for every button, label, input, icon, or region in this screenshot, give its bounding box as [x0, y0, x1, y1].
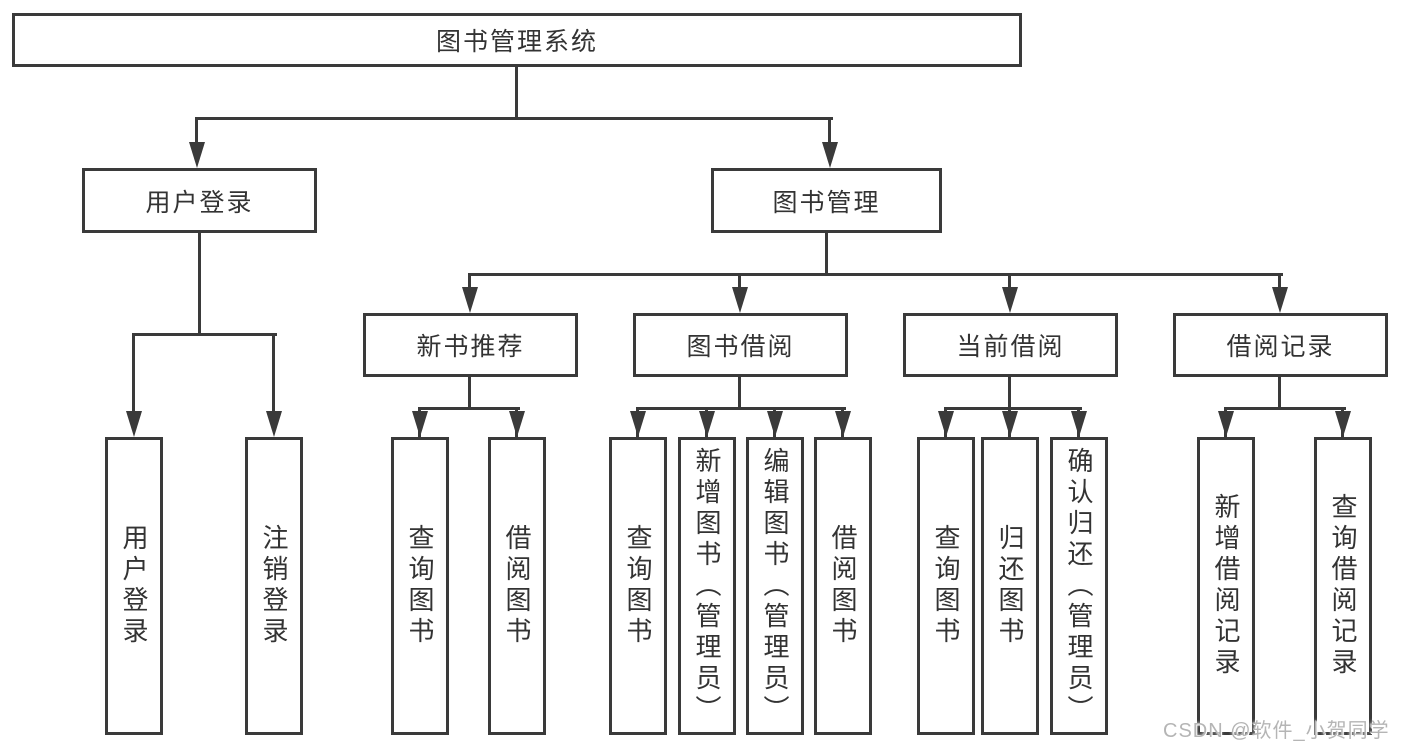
node-user-login-label: 用户登录 [145, 188, 254, 217]
arrow-down-icon [126, 411, 142, 437]
leaf-logout-label: 注销登录 [259, 524, 289, 648]
connector-level2-hline [195, 117, 833, 120]
connector-leaf-drop [272, 333, 275, 413]
connector-level3-drop [468, 273, 471, 293]
arrow-down-icon [938, 411, 954, 437]
arrow-down-icon [1218, 411, 1234, 437]
arrow-down-icon [822, 142, 838, 168]
leaf-query-borrow-record: 查询借阅记录 [1314, 437, 1372, 735]
arrow-down-icon [412, 411, 428, 437]
connector-book-management-drop [828, 117, 831, 145]
leaf-query-books-current: 查询图书 [917, 437, 975, 735]
connector-level3-drop [1278, 273, 1281, 293]
connector-borrow-records-hline [1224, 407, 1346, 410]
leaf-query-books-recommend-label: 查询图书 [405, 524, 435, 648]
node-new-book-recommend: 新书推荐 [363, 313, 578, 377]
leaf-return-books-label: 归还图书 [995, 524, 1025, 648]
leaf-query-books-borrow-label: 查询图书 [623, 524, 653, 648]
connector-book-borrow-hline [636, 407, 846, 410]
leaf-confirm-return-admin: 确认归还（管理员） [1050, 437, 1108, 735]
leaf-query-books-borrow: 查询图书 [609, 437, 667, 735]
connector-leaf-drop [132, 333, 135, 413]
leaf-confirm-return-admin-label: 确认归还（管理员） [1064, 446, 1094, 726]
arrow-down-icon [767, 411, 783, 437]
leaf-add-borrow-record: 新增借阅记录 [1197, 437, 1255, 735]
connector-current-borrow-stem [1008, 377, 1011, 409]
leaf-borrow-books-recommend: 借阅图书 [488, 437, 546, 735]
node-borrow-records: 借阅记录 [1173, 313, 1388, 377]
connector-user-login-hline [132, 333, 277, 336]
connector-new-book-recommend-stem [468, 377, 471, 409]
leaf-edit-book-admin-label: 编辑图书（管理员） [760, 446, 790, 726]
leaf-user-login-label: 用户登录 [119, 524, 149, 648]
node-book-management: 图书管理 [711, 168, 942, 233]
connector-level3-drop [738, 273, 741, 293]
leaf-return-books: 归还图书 [981, 437, 1039, 735]
node-book-borrow: 图书借阅 [633, 313, 848, 377]
arrow-down-icon [1002, 411, 1018, 437]
node-book-borrow-label: 图书借阅 [686, 333, 795, 361]
connector-book-management-stem [825, 233, 828, 276]
connector-level3-hline [468, 273, 1283, 276]
connector-book-borrow-stem [738, 377, 741, 409]
leaf-query-books-recommend: 查询图书 [391, 437, 449, 735]
arrow-down-icon [1002, 287, 1018, 313]
arrow-down-icon [1335, 411, 1351, 437]
leaf-borrow-books-borrow-label: 借阅图书 [828, 524, 858, 648]
node-new-book-recommend-label: 新书推荐 [416, 333, 525, 361]
arrow-down-icon [509, 411, 525, 437]
connector-root-stem [515, 67, 518, 120]
leaf-edit-book-admin: 编辑图书（管理员） [746, 437, 804, 735]
node-borrow-records-label: 借阅记录 [1226, 333, 1335, 361]
leaf-borrow-books-recommend-label: 借阅图书 [502, 524, 532, 648]
arrow-down-icon [462, 287, 478, 313]
node-current-borrow: 当前借阅 [903, 313, 1118, 377]
arrow-down-icon [266, 411, 282, 437]
leaf-add-book-admin-label: 新增图书（管理员） [692, 446, 722, 726]
arrow-down-icon [699, 411, 715, 437]
leaf-query-books-current-label: 查询图书 [931, 524, 961, 648]
arrow-down-icon [189, 142, 205, 168]
leaf-add-book-admin: 新增图书（管理员） [678, 437, 736, 735]
arrow-down-icon [835, 411, 851, 437]
arrow-down-icon [1071, 411, 1087, 437]
watermark: CSDN @软件_小贺同学 [1163, 720, 1390, 742]
connector-current-borrow-hline [944, 407, 1082, 410]
connector-user-login-stem [198, 233, 201, 336]
arrow-down-icon [732, 287, 748, 313]
leaf-logout: 注销登录 [245, 437, 303, 735]
node-root-label: 图书管理系统 [435, 28, 598, 56]
leaf-add-borrow-record-label: 新增借阅记录 [1211, 493, 1241, 679]
connector-user-login-drop [195, 117, 198, 145]
node-root: 图书管理系统 [12, 13, 1022, 67]
leaf-query-borrow-record-label: 查询借阅记录 [1328, 493, 1358, 679]
arrow-down-icon [630, 411, 646, 437]
connector-borrow-records-stem [1278, 377, 1281, 409]
leaf-user-login: 用户登录 [105, 437, 163, 735]
arrow-down-icon [1272, 287, 1288, 313]
connector-new-book-recommend-hline [418, 407, 520, 410]
node-book-management-label: 图书管理 [772, 188, 881, 217]
connector-level3-drop [1008, 273, 1011, 293]
node-user-login: 用户登录 [82, 168, 317, 233]
node-current-borrow-label: 当前借阅 [956, 333, 1065, 361]
leaf-borrow-books-borrow: 借阅图书 [814, 437, 872, 735]
